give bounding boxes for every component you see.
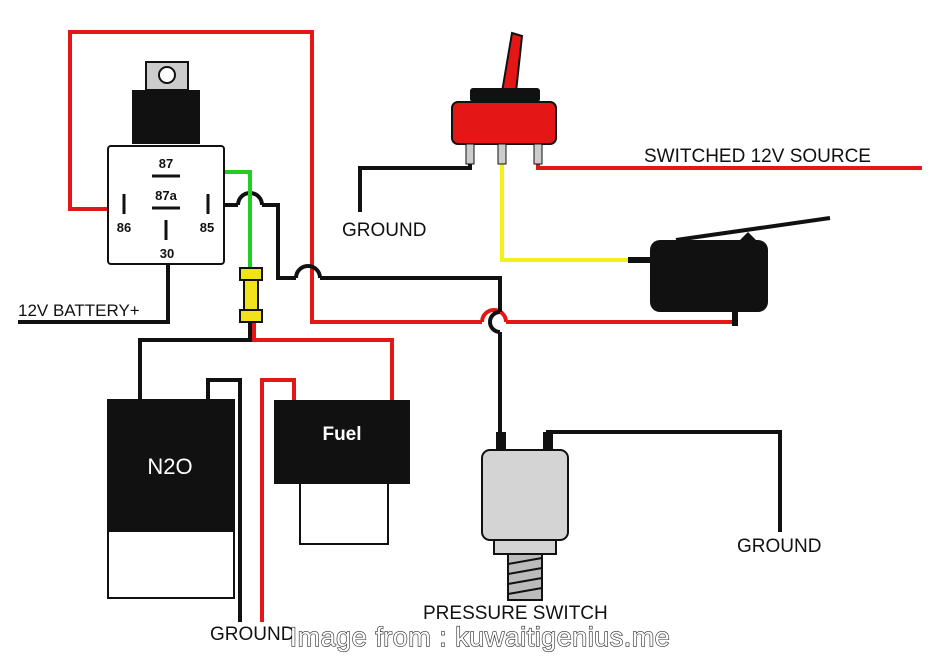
pressure-switch [481, 432, 569, 601]
fuel-solenoid-top [274, 400, 410, 484]
wire-crossover-hop-black [294, 264, 322, 279]
wire-to-pressure-switch [320, 276, 502, 312]
wire-relay85-run [262, 203, 296, 280]
toggle-terminal-right [533, 143, 543, 165]
micro-switch [628, 216, 831, 326]
pressure-switch-label: PRESSURE SWITCH [423, 603, 608, 624]
toggle-body [451, 101, 557, 145]
switched-source-label: SWITCHED 12V SOURCE [644, 146, 871, 167]
toggle-terminal-left [465, 143, 475, 165]
micro-switch-body [650, 240, 768, 312]
relay-label-87a: 87a [155, 188, 177, 203]
wire-relay86-to-microswitch [68, 30, 482, 324]
fuel-solenoid: Fuel [274, 400, 410, 545]
relay-label-87: 87 [159, 156, 173, 171]
pressure-switch-terminal-right [543, 432, 553, 450]
fuel-label: Fuel [322, 424, 361, 445]
fuel-solenoid-base [299, 475, 389, 545]
ground-label-top: GROUND [342, 220, 426, 241]
relay-body [107, 145, 225, 265]
relay-mount-hole [158, 66, 176, 84]
thread-line-4 [507, 587, 543, 595]
wire-toggle-ground [358, 148, 472, 212]
micro-switch-lever [675, 216, 831, 242]
n2o-solenoid-top [108, 400, 234, 532]
relay: 87 87a 86 85 30 [107, 61, 225, 265]
inline-fuse [239, 267, 263, 323]
fuse-top-cap [239, 267, 263, 281]
pressure-switch-body [481, 449, 569, 541]
thread-line-2 [507, 567, 543, 575]
toggle-terminal-middle [497, 143, 507, 165]
wire-n2o-ground [206, 378, 242, 622]
watermark: Image from : kuwaitigenius.me [290, 622, 671, 652]
thread-line-1 [507, 557, 543, 565]
ground-label-right: GROUND [737, 536, 821, 557]
n2o-solenoid: N2O [107, 399, 235, 599]
pressure-switch-nut [493, 539, 557, 555]
wire-fuse-to-fuel [252, 322, 394, 400]
wire-pressure-switch-ground [546, 430, 782, 532]
ground-label-bottom: GROUND [210, 624, 294, 645]
pressure-switch-terminal-left [496, 432, 506, 450]
wire-fuel-feed [260, 378, 296, 622]
wire-fuse-to-n2o [138, 322, 252, 400]
battery-label: 12V BATTERY+ [18, 301, 140, 320]
toggle-lever [500, 31, 524, 93]
wire-crossover-hop-red [480, 308, 508, 323]
wire-crossover-hop-vertical [488, 310, 501, 334]
fuse-body [243, 279, 259, 311]
micro-switch-terminal-bottom [732, 310, 738, 326]
fuse-bottom-cap [239, 309, 263, 323]
toggle-collar [470, 88, 540, 102]
micro-switch-terminal-left [628, 257, 652, 263]
relay-cap [132, 90, 200, 144]
n2o-label: N2O [147, 454, 192, 479]
toggle-switch [451, 31, 557, 165]
relay-label-85: 85 [200, 220, 214, 235]
thread-line-3 [507, 577, 543, 585]
wire-toggle-to-microswitch [500, 148, 628, 262]
relay-label-86: 86 [117, 220, 131, 235]
relay-label-30: 30 [160, 246, 174, 261]
wire-relay30-battery [18, 264, 170, 324]
micro-switch-actuator [738, 232, 758, 242]
